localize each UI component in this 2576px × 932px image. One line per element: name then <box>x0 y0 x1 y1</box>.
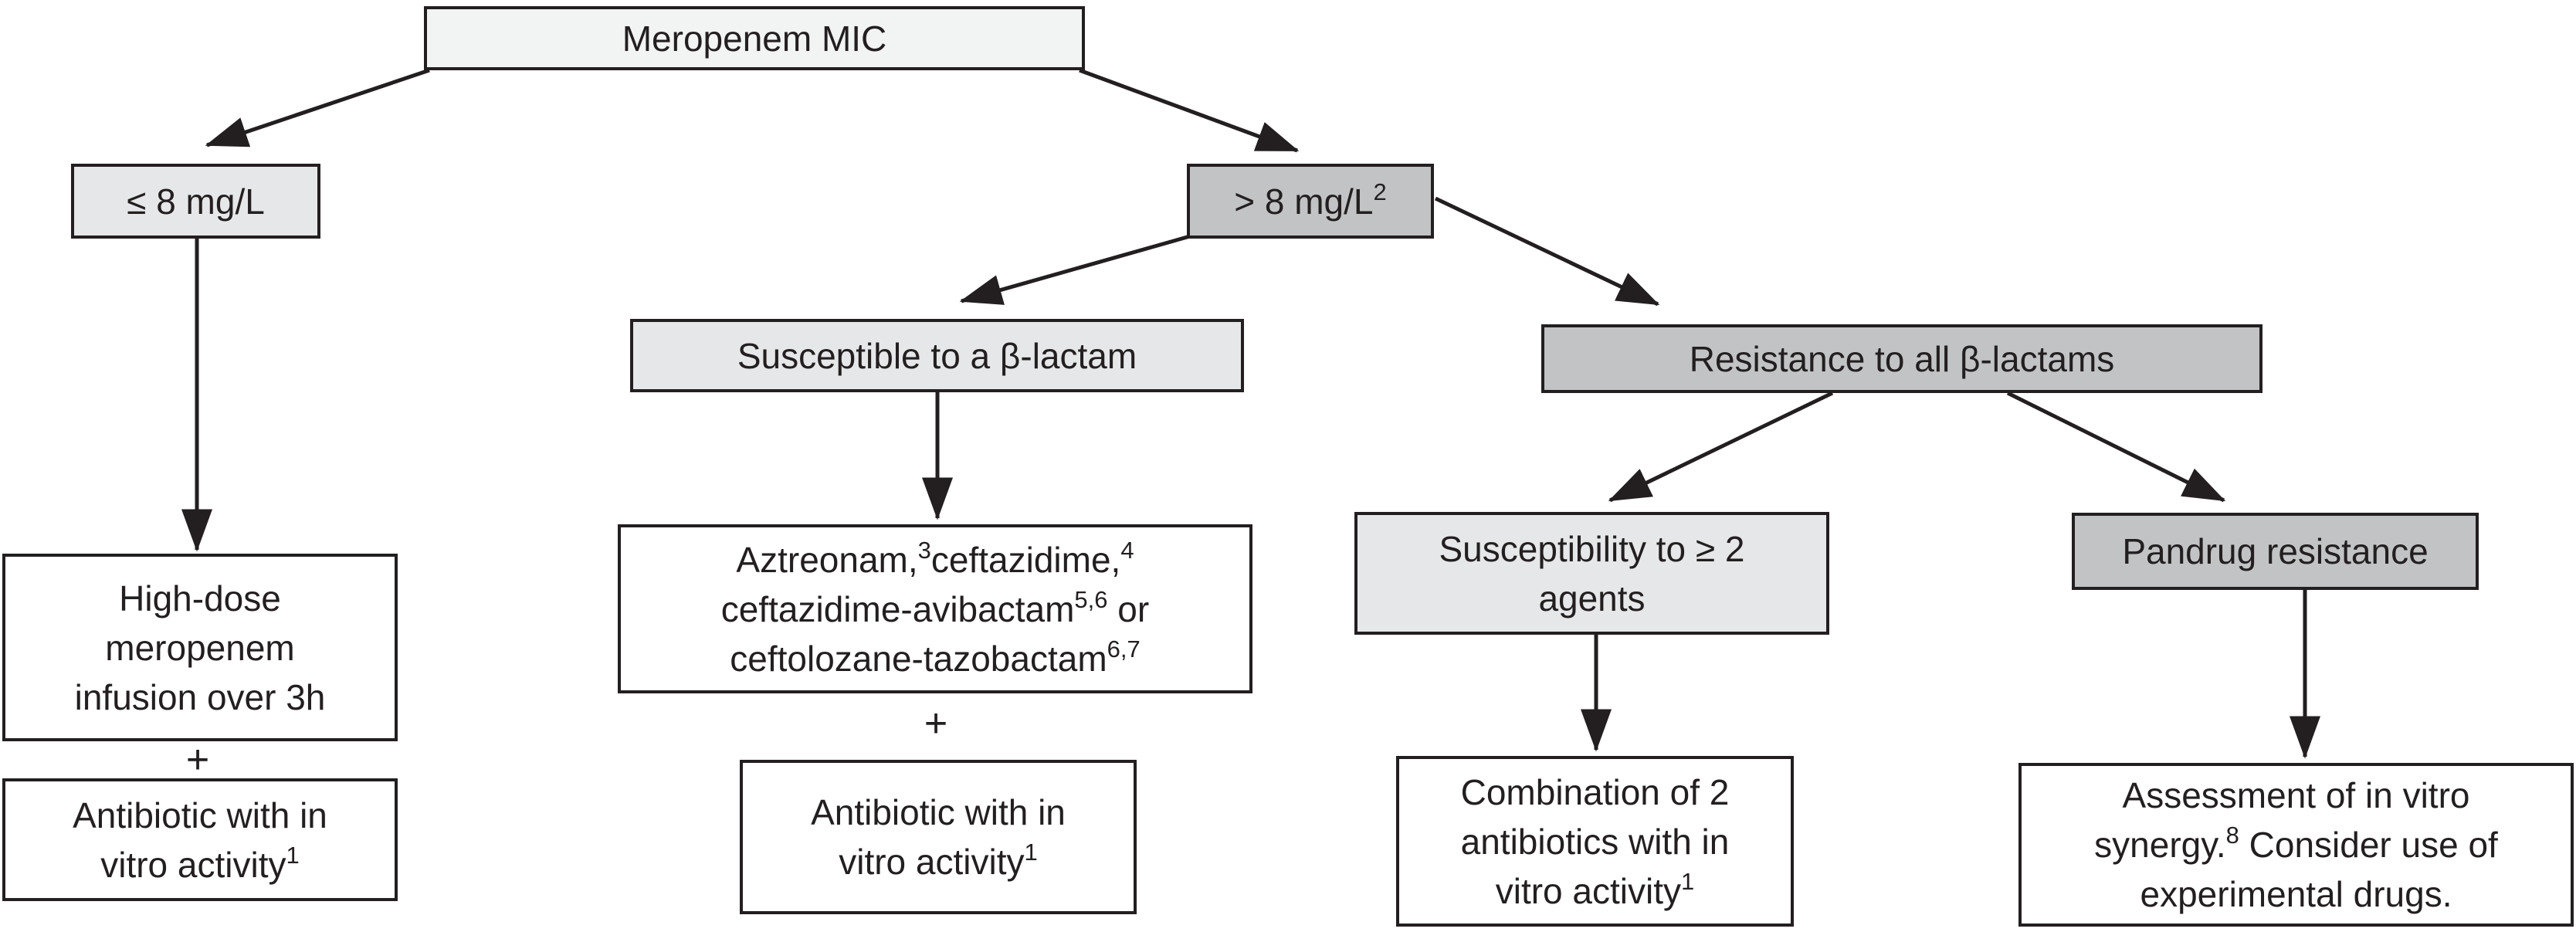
edge-gt8-to-susceptible <box>959 234 1191 305</box>
node-resistance-all-beta-lactams: Resistance to all β-lactams <box>1541 324 2262 393</box>
edge-resistance-to-pandrug <box>2006 391 2226 503</box>
edge-mic-to-le8 <box>205 68 430 147</box>
edge-mic-to-gt8 <box>1079 68 1300 153</box>
node-pandrug-resistance: Pandrug resistance <box>2072 513 2479 590</box>
edge-resistance-to-susceptibility <box>1608 391 1834 503</box>
edge-gt8-to-resistance <box>1434 196 1660 307</box>
node-meropenem-mic: Meropenem MIC <box>424 6 1085 70</box>
node-mic-le-8mg: ≤ 8 mg/L <box>71 164 320 239</box>
node-susceptible-beta-lactam: Susceptible to a β-lactam <box>630 319 1244 392</box>
plus-operator-left: + <box>185 737 210 782</box>
plus-operator-middle: + <box>924 701 948 746</box>
node-mic-gt-8mg: > 8 mg/L2 <box>1187 164 1434 239</box>
